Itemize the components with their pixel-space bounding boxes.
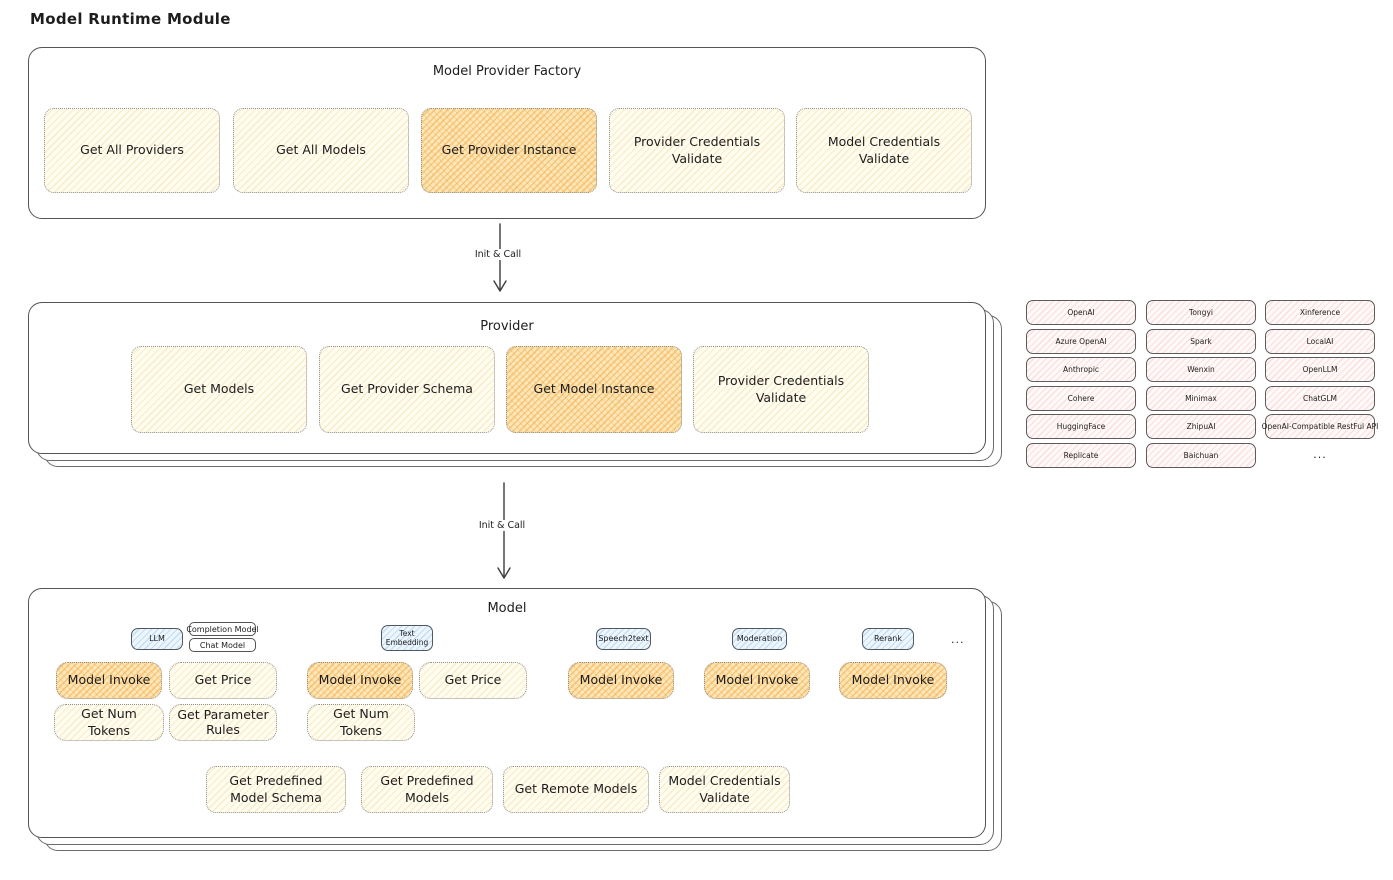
provider-fn-get-provider-schema: Get Provider Schema xyxy=(319,346,495,433)
model-fn-get-predefined-models: Get Predefined Models xyxy=(361,766,493,813)
provider-pill-huggingface: HuggingFace xyxy=(1026,414,1136,439)
embedding-fn-get-num-tokens: Get Num Tokens xyxy=(307,704,415,741)
speech2text-fn-model-invoke: Model Invoke xyxy=(568,662,674,699)
arrow-factory-to-provider xyxy=(493,223,507,292)
rerank-fn-model-invoke: Model Invoke xyxy=(839,662,947,699)
provider-pill-chatglm: ChatGLM xyxy=(1265,386,1375,411)
provider-pill-tongyi: Tongyi xyxy=(1146,300,1256,325)
provider-pill-baichuan: Baichuan xyxy=(1146,443,1256,468)
provider-fn-provider-credentials-validate: Provider Credentials Validate xyxy=(693,346,869,433)
provider-fn-get-model-instance: Get Model Instance xyxy=(506,346,682,433)
provider-pill-wenxin: Wenxin xyxy=(1146,357,1256,382)
model-label: Model xyxy=(487,601,527,616)
provider-pill-spark: Spark xyxy=(1146,329,1256,354)
factory-container: Model Provider Factory Get All Providers… xyxy=(28,47,986,219)
factory-fn-get-all-providers: Get All Providers xyxy=(44,108,220,193)
provider-pill-anthropic: Anthropic xyxy=(1026,357,1136,382)
factory-fn-provider-credentials-validate: Provider Credentials Validate xyxy=(609,108,785,193)
embedding-fn-model-invoke: Model Invoke xyxy=(307,662,413,699)
factory-fn-get-all-models: Get All Models xyxy=(233,108,409,193)
model-type-moderation: Moderation xyxy=(732,628,787,650)
model-type-chat-model: Chat Model xyxy=(189,638,256,652)
model-type-speech2text: Speech2text xyxy=(596,628,651,650)
llm-fn-get-parameter-rules: Get Parameter Rules xyxy=(169,704,277,741)
llm-fn-get-price: Get Price xyxy=(169,662,277,699)
provider-pill-openai-compatible: OpenAI-Compatible RestFul API xyxy=(1262,414,1378,439)
model-types-ellipsis: ... xyxy=(951,633,965,646)
provider-list-grid: OpenAI Tongyi Xinference Azure OpenAI Sp… xyxy=(1026,300,1378,472)
provider-pill-xinference: Xinference xyxy=(1265,300,1375,325)
provider-pill-openllm: OpenLLM xyxy=(1265,357,1375,382)
model-fn-model-credentials-validate: Model Credentials Validate xyxy=(659,766,790,813)
factory-label: Model Provider Factory xyxy=(432,64,582,79)
model-type-text-embedding: Text Embedding xyxy=(381,625,433,651)
provider-fn-get-models: Get Models xyxy=(131,346,307,433)
provider-list-ellipsis: ... xyxy=(1313,448,1327,461)
provider-label: Provider xyxy=(480,319,534,334)
arrow-label-init-call-2: Init & Call xyxy=(462,520,542,531)
arrow-provider-to-model xyxy=(497,482,511,579)
provider-pill-minimax: Minimax xyxy=(1146,386,1256,411)
provider-pill-cohere: Cohere xyxy=(1026,386,1136,411)
provider-container: Provider Get Models Get Provider Schema … xyxy=(28,302,986,454)
factory-fn-get-provider-instance: Get Provider Instance xyxy=(421,108,597,193)
provider-pill-replicate: Replicate xyxy=(1026,443,1136,468)
llm-fn-model-invoke: Model Invoke xyxy=(56,662,162,699)
factory-fn-model-credentials-validate: Model Credentials Validate xyxy=(796,108,972,193)
provider-pill-zhipuai: ZhipuAI xyxy=(1146,414,1256,439)
llm-fn-get-num-tokens: Get Num Tokens xyxy=(54,704,164,741)
model-container: Model LLM Completion Model Chat Model Te… xyxy=(28,588,986,838)
provider-pill-azure-openai: Azure OpenAI xyxy=(1026,329,1136,354)
moderation-fn-model-invoke: Model Invoke xyxy=(704,662,810,699)
model-fn-get-predefined-model-schema: Get Predefined Model Schema xyxy=(206,766,346,813)
arrow-label-init-call-1: Init & Call xyxy=(458,249,538,260)
embedding-fn-get-price: Get Price xyxy=(419,662,527,699)
model-type-rerank: Rerank xyxy=(862,628,914,650)
diagram-title: Model Runtime Module xyxy=(30,10,231,28)
model-type-llm: LLM xyxy=(131,628,183,650)
provider-pill-localai: LocalAI xyxy=(1265,329,1375,354)
model-type-completion-model: Completion Model xyxy=(186,622,259,636)
provider-pill-openai: OpenAI xyxy=(1026,300,1136,325)
model-fn-get-remote-models: Get Remote Models xyxy=(503,766,649,813)
